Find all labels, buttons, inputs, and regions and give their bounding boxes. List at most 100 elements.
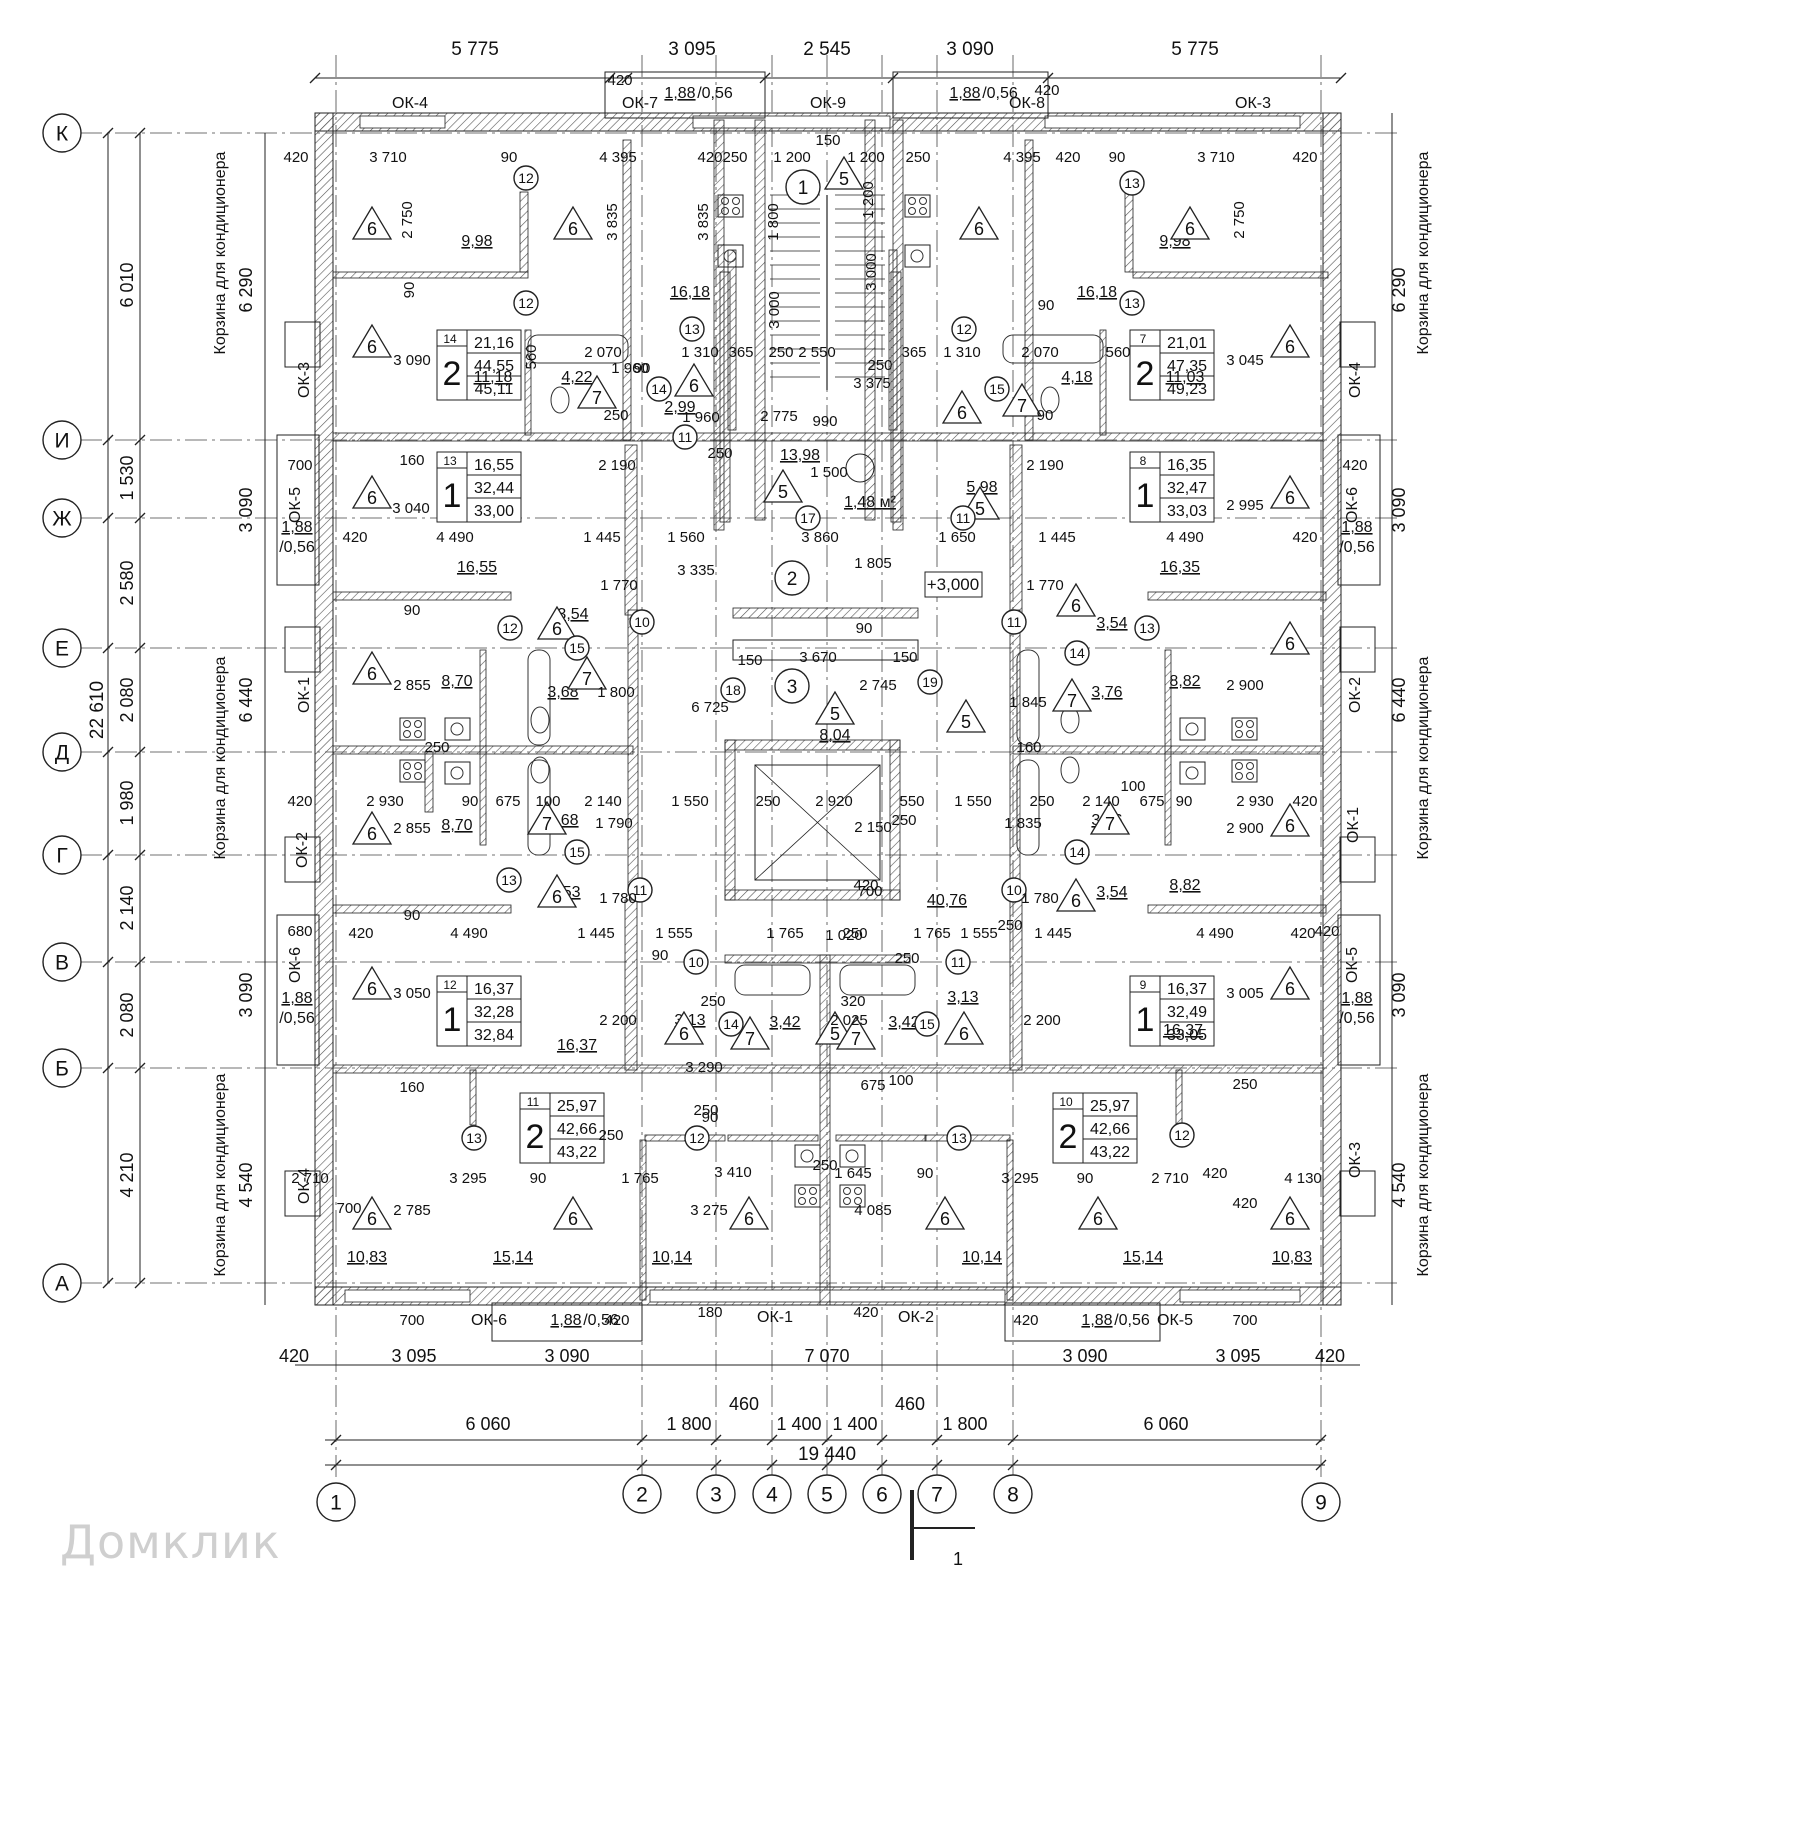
door-mark-circle — [1064, 640, 1090, 666]
door-mark: 12 — [689, 1130, 705, 1146]
interior-dim: 420 — [287, 793, 312, 810]
interior-dim: 1 770 — [1026, 577, 1064, 594]
room-type: 6 — [1071, 891, 1081, 911]
room-type-triangle — [1077, 1195, 1119, 1230]
dim-tick — [102, 1277, 114, 1289]
room-type: 6 — [1285, 816, 1295, 836]
room-type-triangle — [1269, 323, 1311, 358]
dim-tick — [134, 642, 146, 654]
burner — [908, 207, 916, 215]
interior-dim: 560 — [1105, 344, 1130, 361]
dim-right-value: 4 540 — [1389, 1162, 1409, 1207]
door-mark-circle — [914, 1011, 940, 1037]
room-type: 6 — [1071, 596, 1081, 616]
interior-dim: 250 — [603, 407, 628, 424]
interior-dim: 2 150 — [854, 819, 892, 836]
interior-dim: 1 200 — [860, 181, 877, 219]
bathtub — [839, 964, 916, 996]
door-mark-circle — [718, 1011, 744, 1037]
elevator-cross — [754, 764, 881, 881]
interior-wall — [332, 271, 529, 279]
burner — [1246, 720, 1254, 728]
room-type: 5 — [830, 1024, 840, 1044]
interior-wall — [888, 249, 898, 431]
door-mark: 10 — [688, 954, 704, 970]
interior-dim: 180 — [697, 1304, 722, 1321]
interior-wall — [332, 432, 1324, 442]
interior-dim: 2 550 — [798, 344, 836, 361]
interior-dim: 3 005 — [1226, 985, 1264, 1002]
interior-dim: 420 — [1314, 923, 1339, 940]
door-mark: 10 — [634, 614, 650, 630]
interior-dim: 420 — [342, 529, 367, 546]
interior-dim: 2 995 — [1226, 497, 1264, 514]
axis-label-col: 6 — [876, 1484, 888, 1507]
interior-wall — [524, 329, 532, 436]
stove — [904, 194, 931, 218]
window-mark: ОК-3 — [296, 362, 313, 398]
dim-left-value: 2 080 — [117, 677, 137, 722]
dim-tick — [309, 72, 321, 84]
room-type: 7 — [851, 1029, 861, 1049]
room-type: 6 — [957, 403, 967, 423]
burner — [403, 730, 411, 738]
window-mark: ОК-2 — [1347, 677, 1364, 713]
sink-bowl — [910, 249, 924, 263]
room-type: 6 — [552, 619, 562, 639]
room-type: 7 — [745, 1029, 755, 1049]
room-type-triangle — [823, 155, 865, 190]
dim-bottom2-value: 1 400 — [832, 1414, 877, 1434]
ac-basket-box — [284, 1170, 321, 1217]
room-type-triangle — [673, 362, 715, 397]
sink — [794, 1144, 821, 1168]
interior-dim: 3 050 — [393, 985, 431, 1002]
room-type: 6 — [367, 219, 377, 239]
room-type-triangle — [351, 965, 393, 1000]
apartment-total-area: 43,22 — [557, 1144, 597, 1161]
room-area: 1,48 м² — [844, 494, 897, 511]
door-mark: 15 — [569, 844, 585, 860]
burner — [1235, 762, 1243, 770]
outer-wall-right — [1322, 112, 1342, 1306]
balcony — [1004, 1302, 1161, 1342]
axis-label-col-circle — [696, 1474, 736, 1514]
dim-bottom1-value: 420 — [279, 1346, 309, 1366]
dim-tick — [931, 1459, 943, 1471]
interior-dim: 1 780 — [1021, 890, 1059, 907]
room-type: 6 — [568, 1209, 578, 1229]
apartment-rooms: 1 — [443, 1001, 462, 1039]
window-opening — [1044, 115, 1301, 129]
window-mark: ОК-5 — [1344, 947, 1361, 983]
interior-dim: 90 — [501, 149, 518, 166]
apartment-living-area: 21,16 — [474, 335, 514, 352]
interior-dim: 150 — [815, 132, 840, 149]
window-mark: ОК-4 — [392, 95, 428, 112]
window-mark: ОК-3 — [1347, 1142, 1364, 1178]
room-type: 5 — [839, 169, 849, 189]
window-mark: ОК-1 — [757, 1309, 793, 1326]
interior-dim: 90 — [1038, 297, 1055, 314]
interior-dim: 90 — [462, 793, 479, 810]
interior-dim: 1 650 — [938, 529, 976, 546]
interior-dim: 250 — [812, 1157, 837, 1174]
interior-dim: 2 930 — [1236, 793, 1274, 810]
axis-label-row-circle — [42, 113, 82, 153]
dim-left-value: 2 080 — [117, 992, 137, 1037]
dim-top-value: 3 090 — [946, 39, 994, 60]
apartment-rooms: 1 — [443, 477, 462, 515]
burner — [798, 1197, 806, 1205]
dim-tick — [1042, 72, 1054, 84]
sink — [444, 717, 471, 741]
ac-basket-label: Корзина для кондиционера — [1415, 151, 1432, 354]
axis-label-row: К — [56, 123, 69, 146]
interior-dim: 1 550 — [954, 793, 992, 810]
interior-dim: 90 — [1037, 407, 1054, 424]
apartment-number: 11 — [527, 1095, 540, 1109]
dim-left-value: 6 010 — [117, 262, 137, 307]
axis-label-col: 3 — [710, 1484, 722, 1507]
axis-label-row: Г — [56, 845, 67, 868]
interior-dim: 250 — [842, 925, 867, 942]
dim-tick — [876, 1434, 888, 1446]
sink-bowl — [1185, 766, 1199, 780]
balcony — [1337, 914, 1381, 1066]
